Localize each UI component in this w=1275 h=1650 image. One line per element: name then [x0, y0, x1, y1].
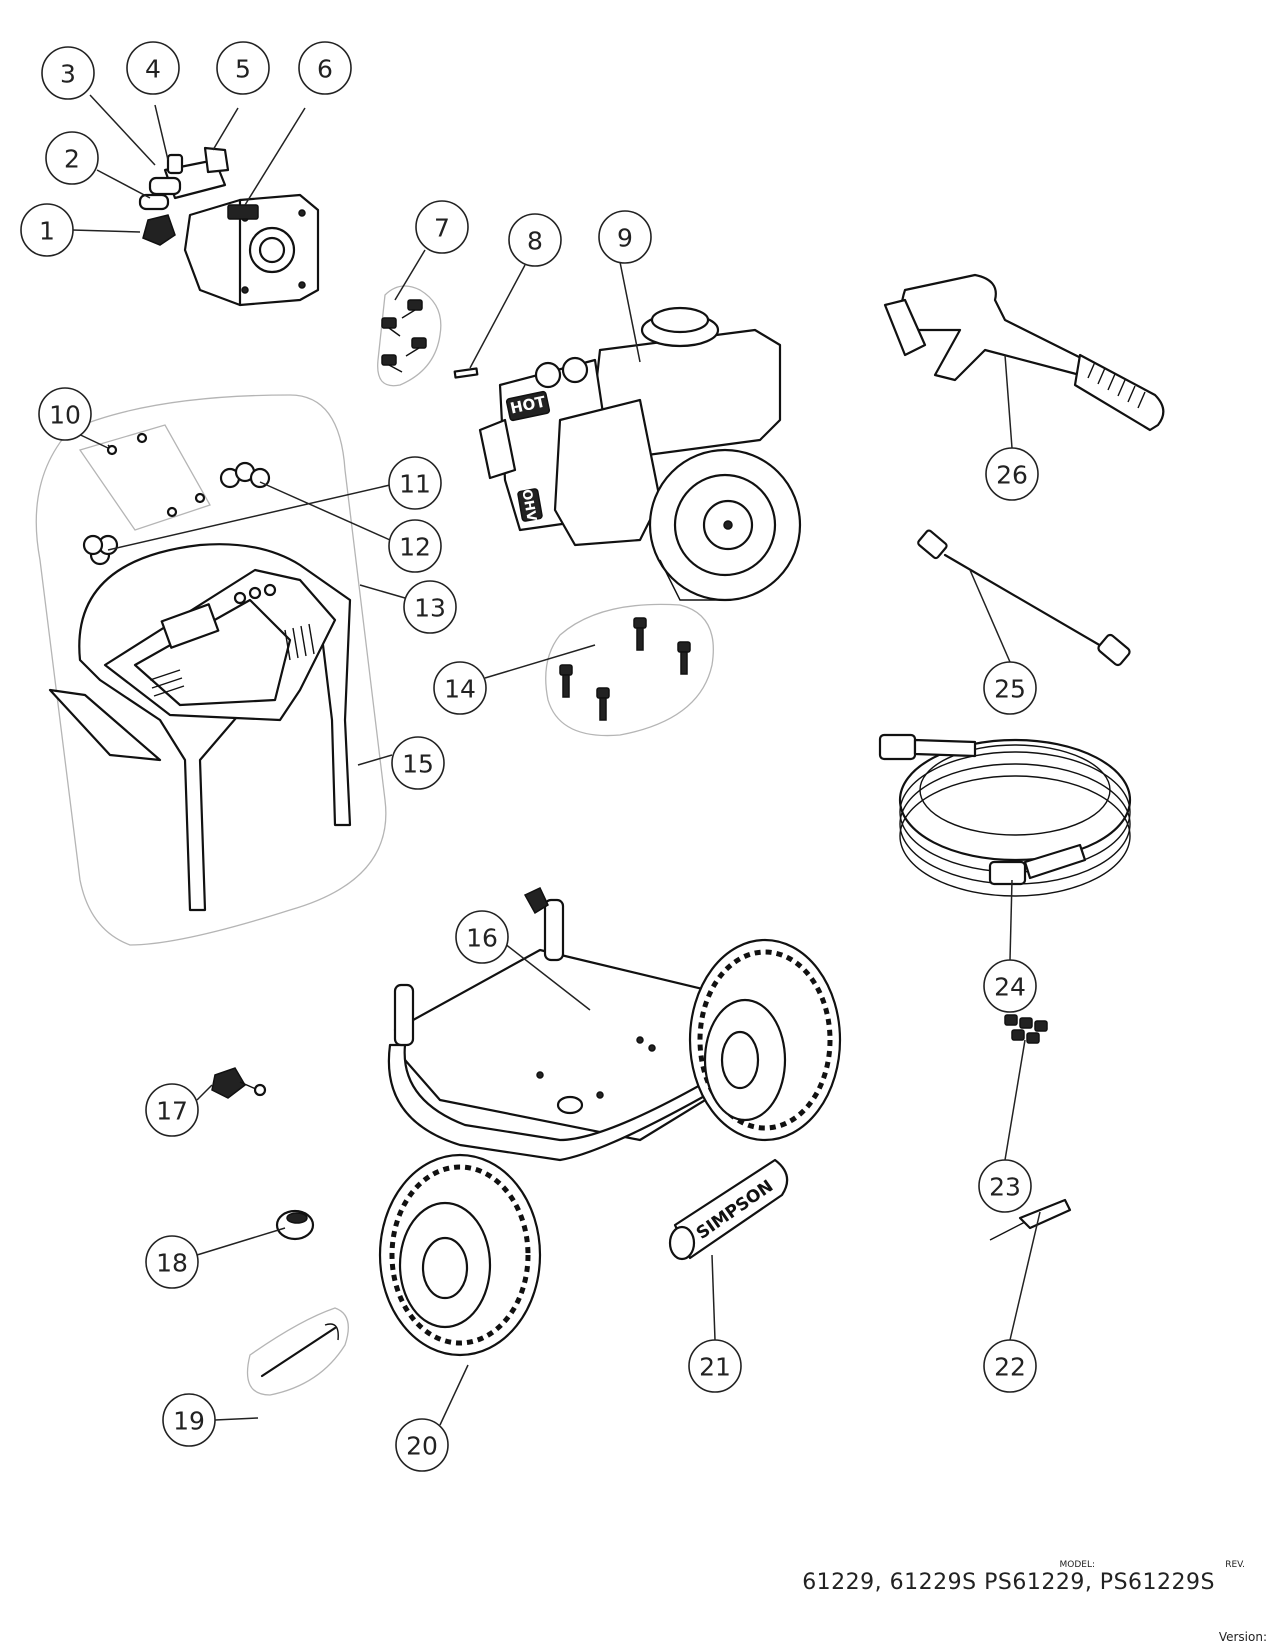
callout-2: 2: [45, 131, 99, 185]
svg-text:7: 7: [434, 214, 450, 243]
version-label: Version:: [1218, 1630, 1267, 1644]
svg-text:26: 26: [996, 461, 1028, 490]
engine-ohv-label: OHV: [518, 488, 538, 522]
callout-1: 1: [20, 203, 74, 257]
handle-assembly: [35, 394, 387, 946]
bolt-set-14: [545, 603, 714, 737]
spray-gun-26: [883, 273, 1165, 432]
svg-text:13: 13: [414, 594, 446, 623]
bolt-set-7: [377, 285, 442, 387]
svg-text:11: 11: [399, 470, 431, 499]
svg-text:9: 9: [617, 224, 633, 253]
callout-5: 5: [216, 41, 270, 95]
engine: HOT OHV: [478, 306, 802, 602]
svg-text:6: 6: [317, 55, 333, 84]
callout-16: 16: [455, 910, 509, 964]
callout-20: 20: [395, 1418, 449, 1472]
callout-8: 8: [508, 213, 562, 267]
callout-25: 25: [983, 661, 1037, 715]
svg-text:3: 3: [60, 60, 76, 89]
svg-text:19: 19: [173, 1407, 205, 1436]
hose-24: [878, 733, 1132, 897]
callout-3: 3: [41, 46, 95, 100]
callout-19: 19: [162, 1393, 216, 1447]
pump-assembly: [138, 146, 320, 307]
svg-text:22: 22: [994, 1353, 1026, 1382]
svg-text:17: 17: [156, 1097, 188, 1126]
svg-text:21: 21: [699, 1353, 731, 1382]
svg-text:8: 8: [527, 227, 543, 256]
svg-text:20: 20: [406, 1432, 438, 1461]
callout-11: 11: [388, 456, 442, 510]
svg-text:2: 2: [64, 145, 80, 174]
callout-15: 15: [391, 736, 445, 790]
svg-text:16: 16: [466, 924, 498, 953]
svg-text:4: 4: [145, 55, 161, 84]
svg-text:23: 23: [989, 1173, 1021, 1202]
wheel-upper: [688, 938, 842, 1142]
title-block: MODEL: REV. 61229, 61229S PS61229, PS612…: [802, 1560, 1245, 1595]
cap-18: [275, 1209, 315, 1241]
nozzles-23: [1004, 1014, 1048, 1044]
callout-4: 4: [126, 41, 180, 95]
callout-6: 6: [298, 41, 352, 95]
svg-text:15: 15: [402, 750, 434, 779]
svg-text:10: 10: [49, 401, 81, 430]
wheel-20: [378, 1153, 542, 1357]
svg-text:5: 5: [235, 55, 251, 84]
callout-23: 23: [978, 1159, 1032, 1213]
svg-text:14: 14: [444, 675, 476, 704]
filter-22: [989, 1198, 1072, 1241]
callout-26: 26: [985, 447, 1039, 501]
leader-lines: [69, 94, 1041, 1426]
axle-19: [246, 1307, 349, 1396]
detergent-tube-21: SIMPSON: [668, 1158, 789, 1261]
callout-12: 12: [388, 519, 442, 573]
svg-text:1: 1: [39, 217, 55, 246]
callout-21: 21: [688, 1339, 742, 1393]
rev-label: REV.: [1225, 1560, 1245, 1570]
svg-text:25: 25: [994, 675, 1026, 704]
callout-18: 18: [145, 1235, 199, 1289]
callout-13: 13: [403, 580, 457, 634]
svg-text:18: 18: [156, 1249, 188, 1278]
lance-25: [917, 529, 1131, 667]
callout-10: 10: [38, 387, 92, 441]
callout-14: 14: [433, 661, 487, 715]
engine-key-8: [453, 367, 479, 379]
callout-22: 22: [983, 1339, 1037, 1393]
svg-text:12: 12: [399, 533, 431, 562]
callout-9: 9: [598, 210, 652, 264]
model-numbers: 61229, 61229S PS61229, PS61229S: [802, 1570, 1215, 1595]
svg-text:24: 24: [994, 973, 1026, 1002]
callout-7: 7: [415, 200, 469, 254]
knob-17: [211, 1067, 267, 1099]
callout-24: 24: [983, 959, 1037, 1013]
callout-17: 17: [145, 1083, 199, 1137]
model-label: MODEL:: [1059, 1560, 1095, 1570]
